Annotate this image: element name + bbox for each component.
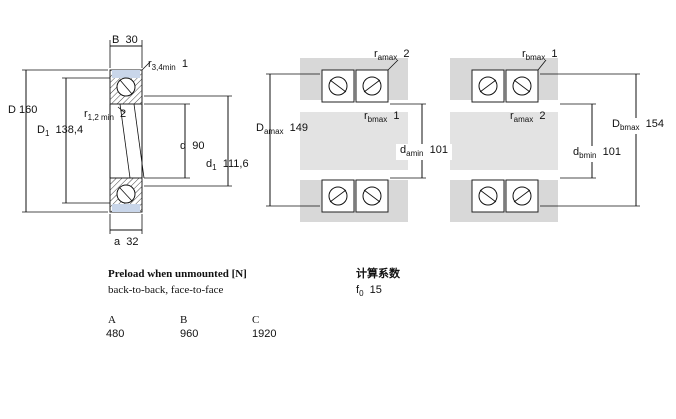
dim-d-label: d 90 <box>180 140 205 152</box>
preload-value-b: 960 <box>180 328 199 340</box>
pair-left-rb-label: rbmax 1 <box>364 110 400 125</box>
calc-f0: f0 15 <box>356 284 382 299</box>
dim-D-label: D 160 <box>8 104 38 116</box>
preload-header-a: A <box>108 314 116 326</box>
dim-B-label: B 30 <box>112 34 138 46</box>
dim-r34-label: r3,4min 1 <box>148 58 188 73</box>
preload-arrangement: back-to-back, face-to-face <box>108 284 224 296</box>
pair-left-ra-label: ramax 2 <box>374 48 410 63</box>
dim-D1-label: D1 138,4 <box>37 124 84 139</box>
preload-value-c: 1920 <box>252 328 277 340</box>
pair-left-da-label: damin 101 <box>396 144 452 161</box>
preload-title: Preload when unmounted [N] <box>108 268 247 280</box>
dim-d1-label: d1 111,6 <box>206 158 249 173</box>
preload-header-b: B <box>180 314 188 326</box>
dim-a-label: a 32 <box>114 236 139 248</box>
preload-header-c: C <box>252 314 260 326</box>
pair-right-db-label: dbmin 101 <box>570 146 624 163</box>
pair-right-section <box>450 58 640 222</box>
calc-title: 计算系数 <box>356 268 400 280</box>
pair-right-ra-label: ramax 2 <box>510 110 546 125</box>
pair-left-section <box>266 58 426 222</box>
dim-r12-label: r1,2 min 2 <box>84 108 127 123</box>
pair-right-rb-label: rbmax 1 <box>522 48 558 63</box>
single-bearing-section <box>22 40 232 234</box>
pair-left-Da-label: Damax 149 <box>256 122 308 137</box>
preload-value-a: 480 <box>106 328 125 340</box>
pair-right-Db-label: Dbmax 154 <box>610 118 666 135</box>
